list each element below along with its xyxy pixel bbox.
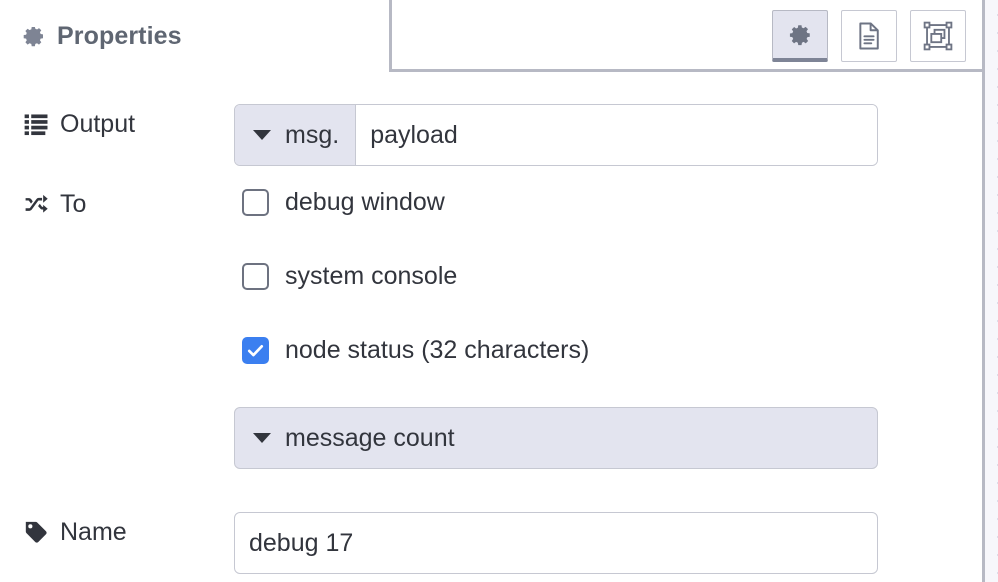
form-row-name: Name debug 17 bbox=[0, 512, 982, 574]
checkmark-icon bbox=[247, 344, 264, 357]
tab-bar-underline bbox=[392, 69, 982, 72]
output-typed-input[interactable]: msg. payload bbox=[234, 104, 878, 166]
node-status-checkbox[interactable] bbox=[242, 337, 269, 364]
description-button[interactable] bbox=[841, 10, 897, 62]
flow-canvas-strip bbox=[985, 0, 998, 582]
appearance-button[interactable] bbox=[910, 10, 966, 62]
checkbox-node-status[interactable]: node status (32 characters) bbox=[242, 336, 589, 365]
name-input[interactable]: debug 17 bbox=[234, 512, 878, 574]
name-label-group: Name bbox=[0, 512, 222, 552]
properties-button[interactable] bbox=[772, 10, 828, 62]
to-label: To bbox=[60, 189, 87, 218]
output-label-group: Output bbox=[0, 104, 222, 144]
tab-bar: Properties bbox=[0, 0, 982, 72]
header-action-buttons bbox=[772, 10, 966, 62]
shuffle-icon bbox=[25, 194, 48, 213]
chevron-down-icon bbox=[253, 130, 271, 140]
gear-icon bbox=[789, 24, 810, 45]
status-type-select[interactable]: message count bbox=[234, 407, 878, 469]
system-console-label: system console bbox=[285, 262, 458, 290]
chevron-down-icon bbox=[253, 433, 271, 443]
form-row-output: Output msg. payload bbox=[0, 104, 982, 166]
gear-icon bbox=[23, 27, 43, 47]
page-title: Properties bbox=[57, 21, 182, 50]
panel-resize-handle[interactable] bbox=[982, 0, 985, 582]
tag-icon bbox=[25, 521, 47, 543]
tab-properties[interactable]: Properties bbox=[0, 0, 392, 72]
output-value-input[interactable]: payload bbox=[356, 105, 877, 165]
system-console-checkbox[interactable] bbox=[242, 263, 269, 290]
debug-window-label: debug window bbox=[285, 188, 445, 216]
name-label: Name bbox=[60, 517, 127, 546]
form-row-to: To bbox=[0, 184, 982, 224]
output-type-label: msg. bbox=[285, 120, 340, 149]
to-label-group: To bbox=[0, 184, 222, 224]
checkbox-debug-window[interactable]: debug window bbox=[242, 188, 445, 217]
checkbox-system-console[interactable]: system console bbox=[242, 262, 457, 291]
output-label: Output bbox=[60, 109, 136, 138]
node-status-label: node status (32 characters) bbox=[285, 336, 590, 364]
status-type-value: message count bbox=[285, 423, 455, 452]
output-type-selector[interactable]: msg. bbox=[235, 105, 357, 165]
list-icon bbox=[24, 114, 48, 136]
debug-window-checkbox[interactable] bbox=[242, 189, 269, 216]
appearance-icon bbox=[923, 21, 953, 51]
document-icon bbox=[859, 22, 879, 50]
